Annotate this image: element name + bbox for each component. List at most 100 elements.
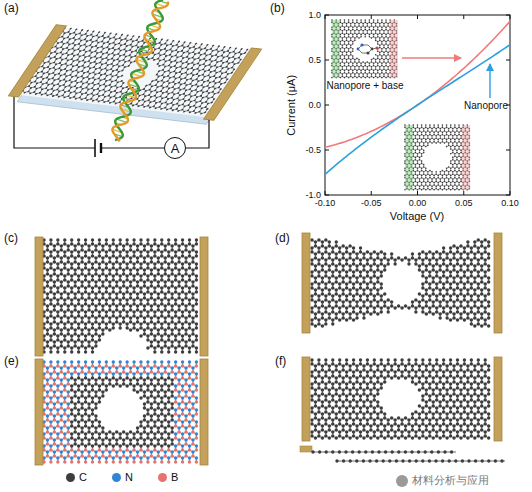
atom [46,244,49,247]
atom [344,19,346,21]
atom [421,163,423,165]
atom [460,166,462,168]
atom [440,181,442,183]
atom [446,189,448,191]
atom [450,141,452,143]
atom [350,52,352,54]
atom [132,242,135,245]
atom [435,130,437,132]
atom [429,175,431,177]
atom [379,54,381,56]
atom [385,22,387,24]
atom [417,189,419,191]
atom [452,135,454,137]
atom [387,61,389,63]
atom [385,48,387,50]
atom [419,149,421,151]
atom [454,155,456,157]
atom [358,32,360,34]
atom [419,152,421,154]
atom [440,178,442,180]
atom [444,142,446,144]
atom [360,62,362,64]
atom [94,244,97,247]
atom [456,166,458,168]
atom [348,26,350,28]
atom [356,36,358,38]
atom [342,68,344,70]
atom [84,250,87,253]
atom [446,167,448,169]
atom [373,77,375,79]
atom [417,163,419,165]
atom [427,135,429,137]
atom [364,65,366,67]
atom [427,181,429,183]
atom [377,58,379,60]
atom [448,166,450,168]
atom [375,23,377,25]
atom [60,248,63,251]
atom [160,238,163,241]
atom [419,166,421,168]
atom [433,189,435,191]
atom [344,65,346,67]
atom [446,182,448,184]
atom [452,166,454,168]
atom [442,184,444,186]
atom [417,134,419,136]
atom [360,26,362,28]
atom [415,130,417,132]
atom [385,72,387,74]
atom [350,47,352,49]
atom [454,153,456,155]
atom [452,137,454,139]
atom [419,185,421,187]
atom [101,248,104,251]
atom [373,65,375,67]
atom [456,181,458,183]
atom [417,141,419,143]
inset-lattice [331,19,398,78]
atom [346,47,348,49]
atom [448,135,450,137]
atom [419,130,421,132]
atom [421,175,423,177]
atom [352,43,354,45]
atom [375,46,378,49]
atom [421,153,423,155]
atom [366,51,369,54]
atom [383,40,385,42]
atom [350,30,352,32]
atom [342,25,344,27]
atom [415,181,417,183]
atom [358,23,360,25]
atom [460,173,462,175]
atom [63,250,66,253]
atom [122,244,125,247]
atom [367,76,369,78]
atom [450,182,452,184]
atom [119,242,122,245]
atom [348,41,350,43]
atom [70,242,73,245]
atom [375,54,377,56]
atom [170,248,173,251]
atom [367,30,369,32]
atom [348,70,350,72]
atom [435,171,437,173]
atom [373,19,375,21]
atom [356,77,358,79]
atom [77,250,80,253]
atom [460,149,462,151]
atom [350,59,352,61]
atom [344,34,346,36]
atom [433,175,435,177]
atom [442,170,444,172]
atom [387,73,389,75]
atom [446,177,448,179]
atom [350,54,352,56]
atom [385,41,387,43]
atom [63,254,66,257]
atom [423,178,425,180]
